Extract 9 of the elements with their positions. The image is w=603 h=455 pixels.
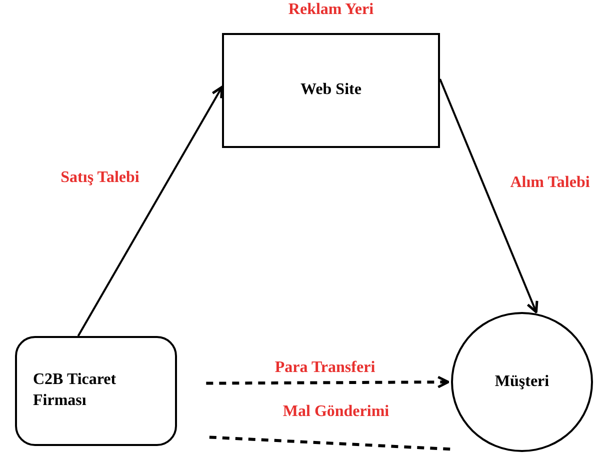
box-heading: Reklam Yeri [288, 1, 374, 19]
arrow [77, 86, 224, 336]
edge-label: Satış Talebi [58, 169, 142, 187]
node-label: Web Site [300, 80, 362, 100]
process-box [15, 336, 177, 446]
arrow [439, 78, 538, 314]
node-label: C2B Ticaret Firması [33, 370, 118, 411]
arrow [206, 376, 450, 388]
node-label: Müşteri [494, 372, 550, 392]
